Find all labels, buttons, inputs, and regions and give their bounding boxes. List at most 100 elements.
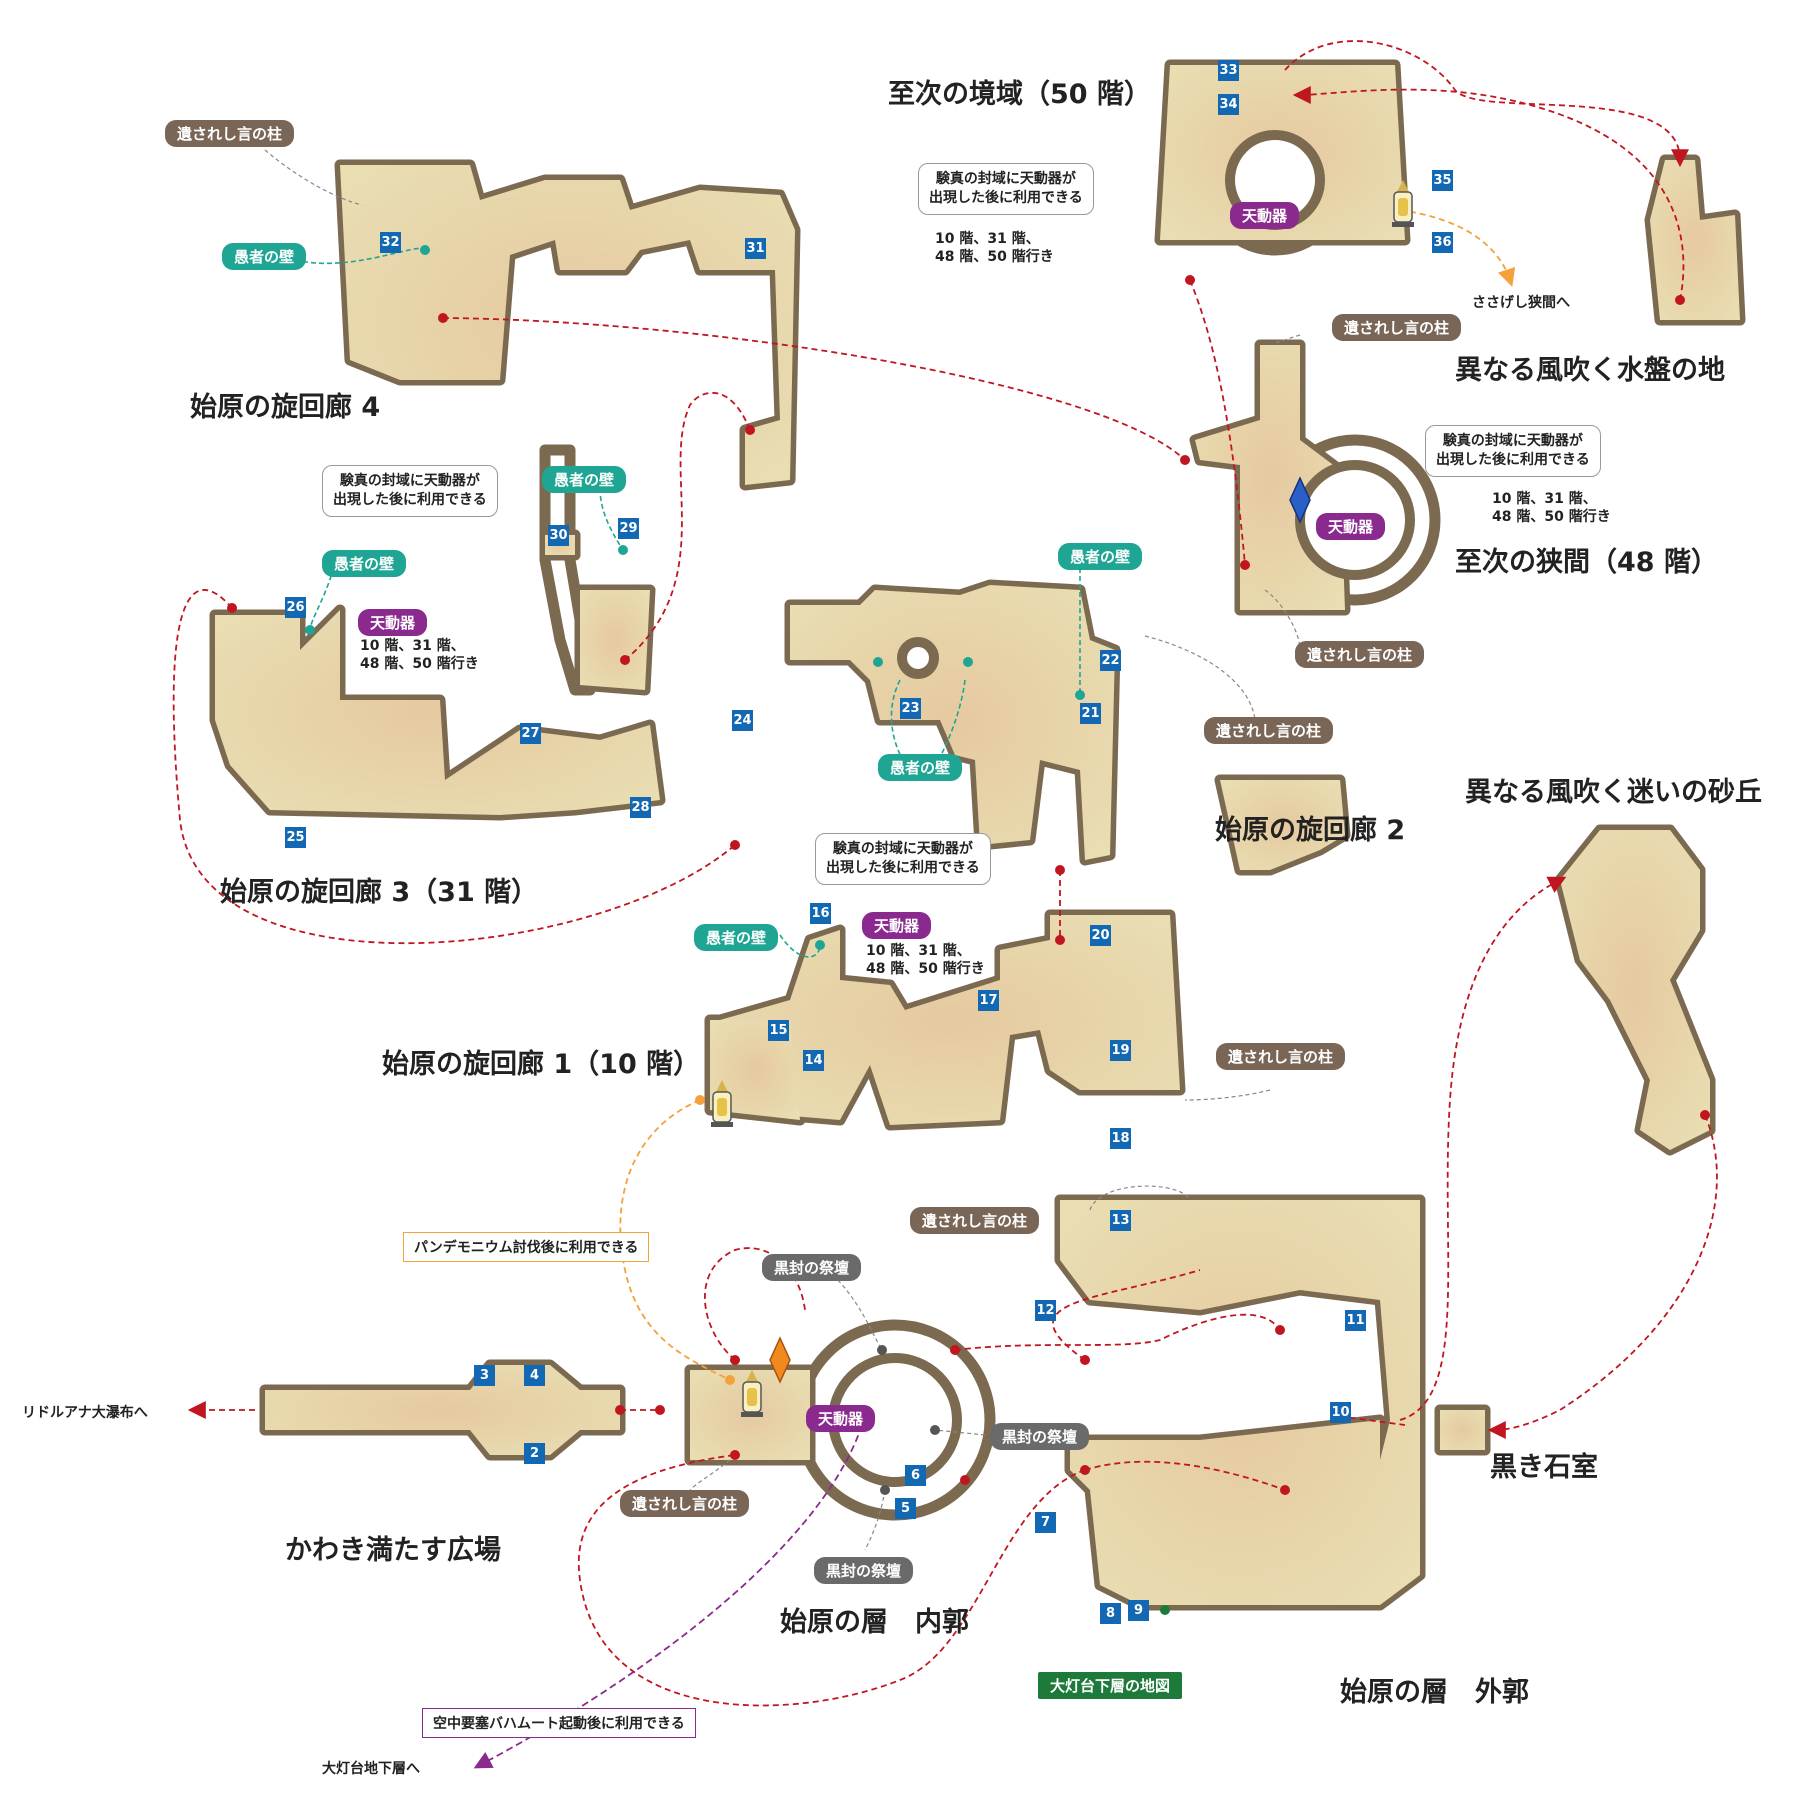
notice-bubble: 験真の封域に天動器が 出現した後に利用できる [815,833,991,885]
marker-16: 16 [810,903,831,924]
bubble-line: 験真の封域に天動器が [339,473,480,489]
tendoki-label: 天動器 [358,609,428,636]
marker-9: 9 [1128,1600,1149,1621]
marker-33: 33 [1218,60,1239,81]
marker-31: 31 [745,238,766,259]
area-title-room: 黒き石室 [1490,1452,1598,1483]
pandemonium-note: パンデモニウム討伐後に利用できる [403,1232,650,1262]
tendoki-destinations: 10 階、31 階、 48 階、50 階行き [866,942,985,978]
marker-18: 18 [1110,1128,1131,1149]
area-title-plaza: かわき満たす広場 [285,1535,501,1566]
tendoki-destinations: 10 階、31 階、 48 階、50 階行き [1492,490,1611,526]
marker-26: 26 [285,597,306,618]
marker-24: 24 [732,710,753,731]
marker-3: 3 [474,1365,495,1386]
pillar-label: 遺されし言の柱 [165,120,295,147]
marker-7: 7 [1035,1512,1056,1533]
marker-5: 5 [895,1498,916,1519]
marker-36: 36 [1432,232,1453,253]
bubble-line: 験真の封域に天動器が [935,171,1076,187]
marker-20: 20 [1090,925,1111,946]
tendoki-destinations: 10 階、31 階、 48 階、50 階行き [935,230,1054,266]
marker-23: 23 [900,698,921,719]
exit-ridor[interactable]: リドルアナ大瀑布へ [22,1405,148,1421]
pillar-label: 遺されし言の柱 [910,1207,1040,1234]
exit-sasage[interactable]: ささげし狭間へ [1472,295,1570,311]
marker-21: 21 [1080,703,1101,724]
crystal-icon [1289,476,1311,524]
area-title-k1: 始原の旋回廊 1（10 階） [382,1049,701,1080]
notice-bubble: 験真の封域に天動器が 出現した後に利用できる [1425,425,1601,477]
dest-line: 48 階、50 階行き [360,656,479,672]
tendoki-label: 天動器 [806,1405,876,1432]
marker-13: 13 [1110,1210,1131,1231]
bubble-line: 出現した後に利用できる [826,860,980,876]
routes [172,40,1718,1707]
marker-17: 17 [978,990,999,1011]
wall-label: 愚者の壁 [322,550,407,577]
pillar-label: 遺されし言の柱 [620,1490,750,1517]
pillar-label: 遺されし言の柱 [1295,641,1425,668]
dest-line: 48 階、50 階行き [866,961,985,977]
tendoki-label: 天動器 [1230,202,1300,229]
marker-27: 27 [520,723,541,744]
area-title-k3: 始原の旋回廊 3（31 階） [220,877,539,908]
dest-line: 10 階、31 階、 [866,943,971,959]
marker-32: 32 [380,232,401,253]
wall-label: 愚者の壁 [694,924,779,951]
marker-28: 28 [630,797,651,818]
pillar-label: 遺されし言の柱 [1216,1043,1346,1070]
marker-22: 22 [1100,650,1121,671]
marker-4: 4 [524,1365,545,1386]
exit-tower[interactable]: 大灯台地下層へ [322,1761,420,1777]
marker-8: 8 [1100,1603,1121,1624]
lantern-icon [711,1080,733,1127]
marker-25: 25 [285,827,306,848]
tower-map-label: 大灯台下層の地図 [1038,1672,1183,1699]
marker-6: 6 [905,1465,926,1486]
wall-label: 愚者の壁 [542,466,627,493]
bubble-line: 験真の封域に天動器が [832,841,973,857]
tendoki-destinations: 10 階、31 階、 48 階、50 階行き [360,637,479,673]
area-title-inner: 始原の層 内郭 [780,1607,969,1638]
lantern-icon [1392,180,1414,227]
pillar-label: 遺されし言の柱 [1332,314,1462,341]
altar-label: 黒封の祭壇 [762,1254,862,1281]
area-title-50f: 至次の境域（50 階） [888,79,1151,110]
altar-label: 黒封の祭壇 [814,1557,914,1584]
tendoki-label: 天動器 [862,912,932,939]
area-title-dune: 異なる風吹く迷いの砂丘 [1465,777,1762,808]
crystal-icon [769,1336,791,1384]
wall-label: 愚者の壁 [1058,543,1143,570]
dest-line: 48 階、50 階行き [1492,509,1611,525]
notice-bubble: 験真の封域に天動器が 出現した後に利用できる [918,163,1094,215]
bubble-line: 出現した後に利用できる [333,492,487,508]
marker-34: 34 [1218,94,1239,115]
area-title-k2: 始原の旋回廊 2 [1215,815,1406,846]
marker-19: 19 [1110,1040,1131,1061]
dest-line: 10 階、31 階、 [935,231,1040,247]
marker-11: 11 [1345,1310,1366,1331]
marker-35: 35 [1432,170,1453,191]
area-title-48f: 至次の狭間（48 階） [1455,547,1718,578]
dest-line: 10 階、31 階、 [360,638,465,654]
wall-label: 愚者の壁 [878,754,963,781]
marker-29: 29 [618,518,639,539]
pillar-label: 遺されし言の柱 [1204,717,1334,744]
bubble-line: 験真の封域に天動器が [1442,433,1583,449]
marker-14: 14 [803,1050,824,1071]
notice-bubble: 験真の封域に天動器が 出現した後に利用できる [322,465,498,517]
area-title-k4: 始原の旋回廊 4 [190,392,381,423]
bubble-line: 出現した後に利用できる [1436,452,1590,468]
bubble-line: 出現した後に利用できる [929,190,1083,206]
wall-label: 愚者の壁 [222,243,307,270]
area-title-outer: 始原の層 外郭 [1340,1677,1529,1708]
altar-label: 黒封の祭壇 [990,1423,1090,1450]
dest-line: 48 階、50 階行き [935,249,1054,265]
marker-10: 10 [1330,1402,1351,1423]
marker-15: 15 [768,1020,789,1041]
marker-12: 12 [1035,1300,1056,1321]
dest-line: 10 階、31 階、 [1492,491,1597,507]
marker-2: 2 [524,1443,545,1464]
